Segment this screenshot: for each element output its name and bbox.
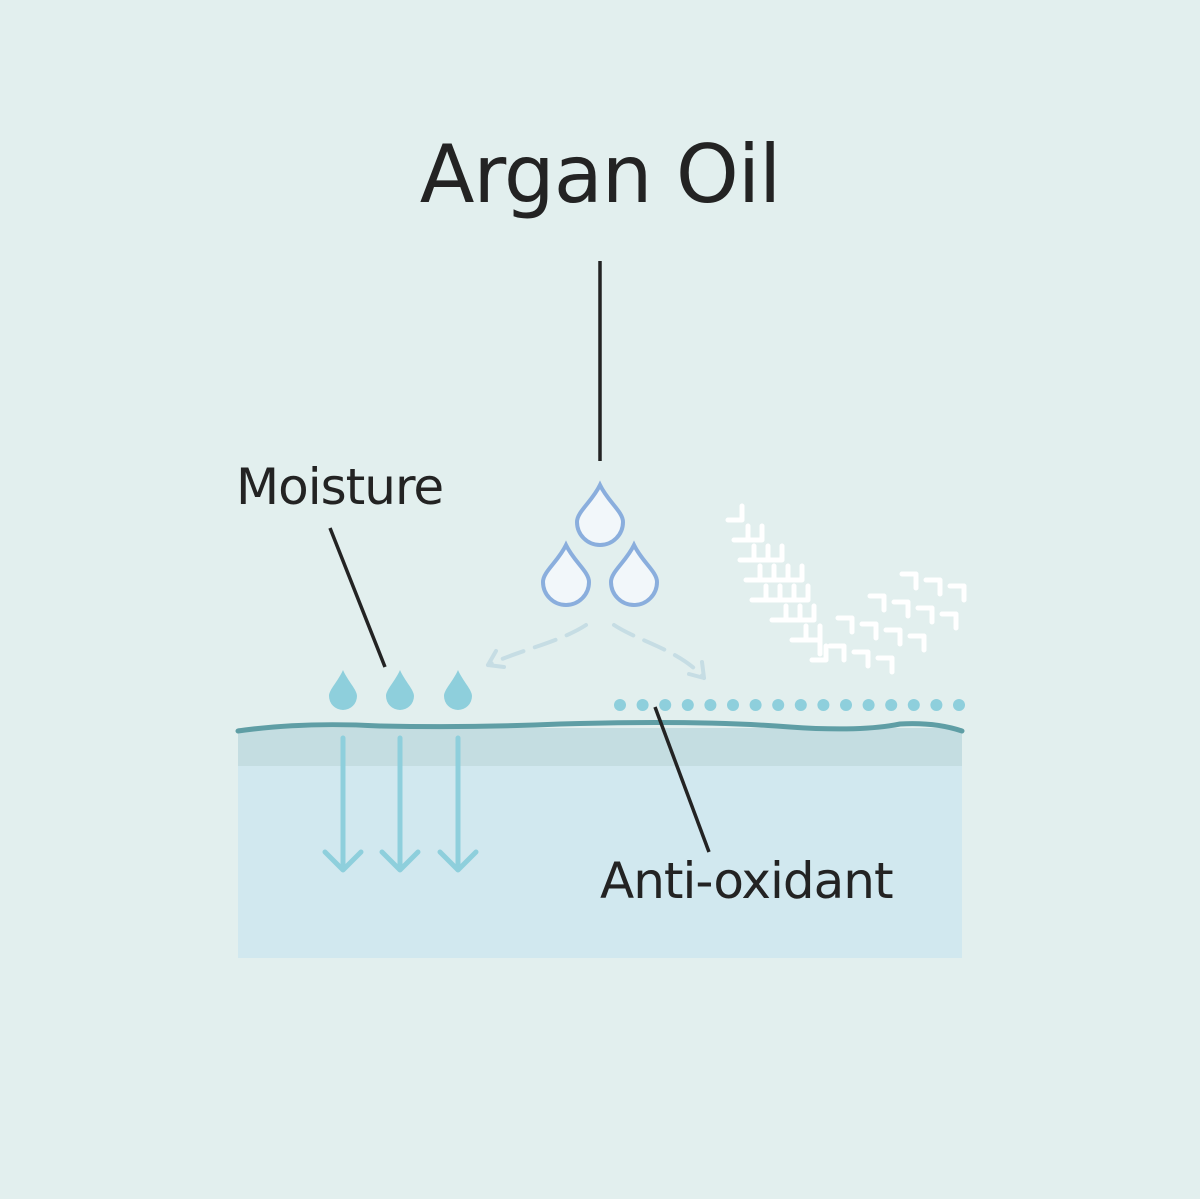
antioxidant-dot	[817, 699, 830, 711]
uv-chevron-icon	[809, 643, 829, 663]
antioxidant-dot	[794, 699, 807, 711]
moisture-drop-icon	[444, 670, 472, 710]
uv-chevron-icon	[737, 543, 757, 563]
oil-drop-icon	[574, 480, 626, 547]
antioxidant-dot	[727, 699, 739, 711]
uv-chevron-icon	[883, 627, 903, 647]
uv-chevron-icon	[851, 649, 871, 669]
down-arrow-icon	[322, 735, 364, 873]
uv-chevron-icon	[777, 583, 797, 603]
antioxidant-dot	[614, 699, 626, 711]
skin-layer	[238, 728, 962, 958]
antioxidant-dot	[953, 699, 965, 711]
antioxidant-dot	[749, 699, 762, 711]
uv-chevron-icon	[867, 593, 887, 613]
uv-chevron-icon	[827, 643, 847, 663]
antioxidant-label: Anti-oxidant	[600, 852, 894, 910]
antioxidant-dot	[930, 699, 943, 711]
uv-chevron-icon	[783, 603, 803, 623]
antioxidant-dot	[885, 699, 898, 711]
down-arrow-icon	[379, 735, 421, 873]
uv-chevron-icon	[915, 605, 935, 625]
dashed-curved-arrow-icon	[486, 623, 706, 680]
uv-chevron-icon	[875, 655, 895, 675]
antioxidant-dot	[704, 699, 717, 711]
oil-drop-icon	[540, 540, 592, 607]
uv-chevron-icon	[835, 615, 855, 635]
uv-chevron-icon	[731, 523, 751, 543]
antioxidant-dot	[907, 699, 920, 711]
uv-chevron-icon	[797, 603, 817, 623]
uv-chevron-icon	[745, 523, 765, 543]
uv-chevron-icon	[725, 503, 745, 523]
uv-chevron-icon	[891, 599, 911, 619]
uv-chevron-icon	[899, 571, 919, 591]
antioxidant-dot	[772, 699, 785, 711]
moisture-drop-icon	[329, 670, 357, 710]
diagram-title: Argan Oil	[419, 128, 782, 221]
uv-chevron-icon	[765, 543, 785, 563]
uv-chevron-icon	[859, 621, 879, 641]
uv-chevron-icon	[743, 563, 763, 583]
uv-chevron-icon	[757, 563, 777, 583]
uv-chevron-icon	[947, 583, 967, 603]
moisture-label: Moisture	[236, 458, 444, 516]
uv-chevron-icon	[751, 543, 771, 563]
antioxidant-dot	[636, 699, 649, 711]
uv-chevron-icon	[769, 603, 789, 623]
uv-chevron-icon	[749, 583, 769, 603]
uv-chevron-icon	[789, 623, 809, 643]
antioxidant-pointer-line	[653, 706, 711, 853]
uv-chevron-icon	[771, 563, 791, 583]
uv-chevron-icon	[803, 637, 823, 657]
down-arrow-icon	[437, 735, 479, 873]
uv-chevron-icon	[791, 583, 811, 603]
antioxidant-dot	[659, 699, 672, 711]
uv-chevron-icon	[907, 633, 927, 653]
antioxidant-dot	[681, 699, 694, 711]
moisture-pointer-line	[328, 527, 387, 668]
moisture-drop-icon	[386, 670, 414, 710]
uv-chevron-icon	[939, 611, 959, 631]
uv-chevron-icon	[785, 563, 805, 583]
uv-chevron-icon	[763, 583, 783, 603]
uv-chevron-icon	[923, 577, 943, 597]
skin-surface-line	[235, 720, 965, 734]
oil-drop-icon	[608, 540, 660, 607]
skin-surface-band	[238, 728, 962, 766]
antioxidant-dot	[862, 699, 875, 711]
antioxidant-dot	[840, 699, 852, 711]
